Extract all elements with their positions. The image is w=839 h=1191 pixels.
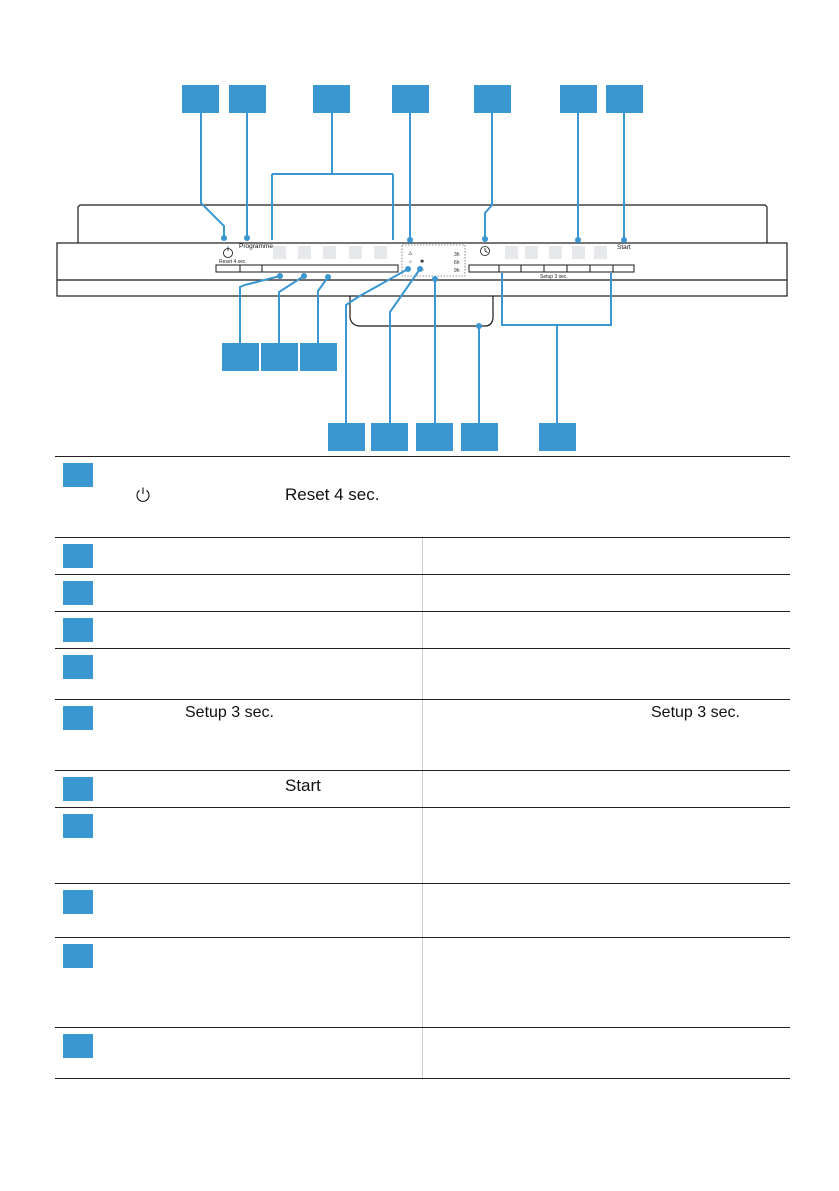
callout-box-option-keys	[560, 85, 597, 113]
svg-text:☼: ☼	[408, 259, 413, 265]
power-button-icon	[223, 246, 233, 258]
option-keys	[505, 246, 607, 259]
svg-text:✱: ✱	[420, 259, 424, 265]
start-small-label: Start	[617, 244, 631, 251]
callout-box-power	[182, 85, 219, 113]
power-icon	[136, 487, 150, 502]
legend-row-10	[55, 937, 790, 1027]
indicator-6h: 6h	[454, 260, 460, 266]
row-number-box	[63, 890, 93, 914]
control-panel-diagram: Reset 4 sec. Programme ⚠ ☼ ✱ ✎ 3h 6h 9h	[56, 85, 788, 451]
row-number-box	[63, 777, 93, 801]
legend-row-3	[55, 574, 790, 611]
indicator-3h: 3h	[454, 252, 460, 258]
indicator-block: ⚠ ☼ ✱ ✎ 3h 6h 9h	[401, 244, 466, 277]
bottom-center-leaders	[345, 266, 612, 423]
setup-label-left: Setup 3 sec.	[185, 704, 274, 721]
row-number-box	[63, 944, 93, 968]
row-number-box	[63, 706, 93, 730]
indicator-9h: 9h	[454, 268, 460, 274]
callout-box-rinse-aid-indicator	[392, 85, 429, 113]
callout-box-program-keys	[313, 85, 350, 113]
programme-label: Programme	[239, 243, 273, 250]
row-number-box	[63, 1034, 93, 1058]
legend-row-4	[55, 611, 790, 648]
legend-row-5	[55, 648, 790, 699]
reset-label: Reset 4 sec.	[285, 485, 380, 504]
callout-box-programme	[229, 85, 266, 113]
callout-box-start	[606, 85, 643, 113]
legend-row-9	[55, 883, 790, 937]
program-keys	[273, 246, 387, 259]
row-number-box	[63, 544, 93, 568]
row-number-box	[63, 581, 93, 605]
setup-label-right: Setup 3 sec.	[651, 704, 740, 721]
reset-small-label: Reset 4 sec.	[219, 259, 247, 265]
row-number-box	[63, 463, 93, 487]
top-leaders	[200, 113, 627, 243]
start-label: Start	[285, 776, 321, 795]
setup-small-label: Setup 3 sec.	[540, 274, 568, 280]
control-panel-outline	[56, 242, 788, 297]
legend-row-11	[55, 1027, 790, 1079]
callout-box-timer	[474, 85, 511, 113]
program-buttons-row[interactable]	[215, 264, 399, 273]
bottom-left-callouts	[222, 343, 337, 371]
legend-row-2	[55, 537, 790, 574]
bottom-center-callouts	[328, 423, 576, 451]
appliance-top-plate	[77, 204, 768, 243]
bottom-left-leaders	[239, 273, 331, 343]
row-number-box	[63, 814, 93, 838]
option-buttons-row[interactable]	[468, 264, 635, 273]
timer-icon	[480, 246, 490, 256]
row-number-box	[63, 618, 93, 642]
svg-text:⚠: ⚠	[408, 251, 413, 257]
legend-row-8	[55, 807, 790, 883]
legend-table: Reset 4 sec. Setup 3 sec. Setup 3 sec. S…	[55, 456, 790, 1079]
legend-row-1: Reset 4 sec.	[55, 456, 790, 537]
door-handle	[349, 296, 494, 327]
legend-row-6: Setup 3 sec. Setup 3 sec.	[55, 699, 790, 770]
legend-row-7: Start	[55, 770, 790, 807]
row-number-box	[63, 655, 93, 679]
top-callouts	[182, 85, 643, 113]
